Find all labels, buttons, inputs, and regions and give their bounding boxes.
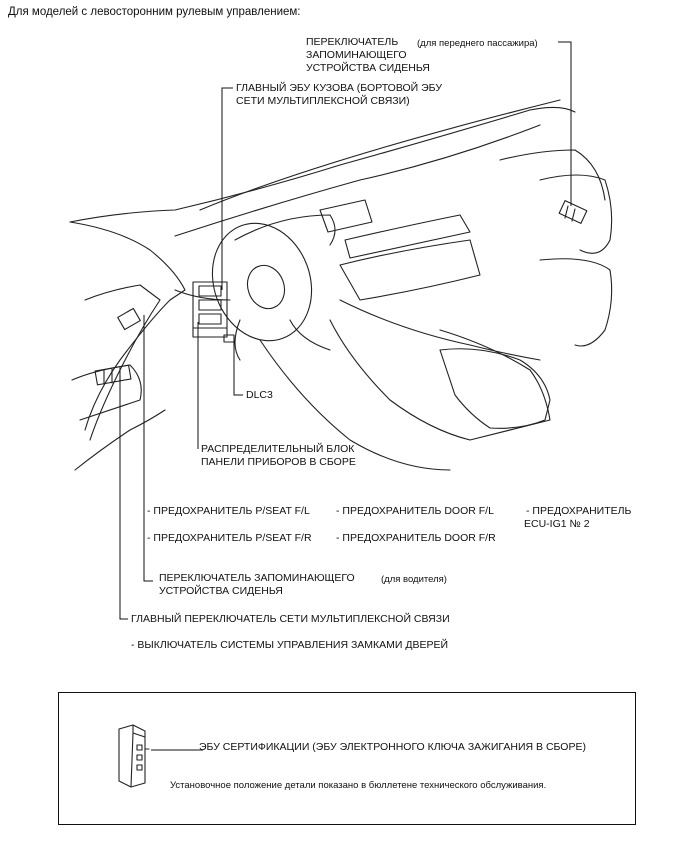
certification-ecu-label: ЭБУ СЕРТИФИКАЦИИ (ЭБУ ЭЛЕКТРОННОГО КЛЮЧА… bbox=[199, 741, 586, 753]
memory-switch-passenger-label-2: ЗАПОМИНАЮЩЕГО bbox=[306, 49, 407, 61]
certification-ecu-icon bbox=[118, 724, 150, 788]
junction-block-label-1: РАСПРЕДЕЛИТЕЛЬНЫЙ БЛОК bbox=[201, 443, 355, 455]
door-lock-control-switch-label: - ВЫКЛЮЧАТЕЛЬ СИСТЕМЫ УПРАВЛЕНИЯ ЗАМКАМИ… bbox=[131, 639, 449, 651]
memory-switch-driver-label-2: УСТРОЙСТВА СИДЕНЬЯ bbox=[159, 585, 283, 597]
leader-dlc3 bbox=[233, 340, 243, 396]
dash-top-inner bbox=[174, 124, 541, 237]
fuse-door-fl-label: - ПРЕДОХРАНИТЕЛЬ DOOR F/L bbox=[336, 505, 494, 517]
right-dash-edge bbox=[499, 149, 606, 201]
dlc3-shape bbox=[223, 334, 235, 343]
memory-switch-passenger-note: (для переднего пассажира) bbox=[417, 38, 538, 49]
left-door-lower bbox=[74, 409, 166, 471]
fuse-pseat-fr-label: - ПРЕДОХРАНИТЕЛЬ P/SEAT F/R bbox=[147, 532, 312, 544]
main-body-ecu-label-2: СЕТИ МУЛЬТИПЛЕКСНОЙ СВЯЗИ) bbox=[236, 95, 410, 107]
left-door-armrest bbox=[71, 364, 142, 421]
right-door-outline bbox=[539, 174, 613, 254]
fuse-ecu-ig1-label-1: - ПРЕДОХРАНИТЕЛЬ bbox=[526, 505, 632, 517]
certification-ecu-box: ЭБУ СЕРТИФИКАЦИИ (ЭБУ ЭЛЕКТРОННОГО КЛЮЧА… bbox=[58, 692, 636, 825]
passenger-memory-switch-shape bbox=[558, 200, 588, 224]
certification-ecu-note: Установочное положение детали показано в… bbox=[170, 780, 547, 791]
console-armrest bbox=[439, 348, 551, 429]
memory-switch-driver-label-1: ПЕРЕКЛЮЧАТЕЛЬ ЗАПОМИНАЮЩЕГО bbox=[159, 572, 355, 584]
center-vents bbox=[344, 214, 471, 259]
leader-multiplex-switch bbox=[119, 376, 128, 620]
cluster-hood bbox=[234, 214, 336, 246]
center-console bbox=[329, 319, 551, 441]
leader-driver-switch bbox=[143, 315, 153, 582]
memory-switch-passenger-label-1: ПЕРЕКЛЮЧАТЕЛЬ bbox=[306, 36, 399, 48]
memory-switch-driver-note: (для водителя) bbox=[381, 574, 447, 585]
dash-top-outline bbox=[69, 106, 576, 223]
main-body-ecu-label-1: ГЛАВНЫЙ ЭБУ КУЗОВА (БОРТОВОЙ ЭБУ bbox=[236, 82, 442, 94]
multiplex-master-switch-shape bbox=[94, 364, 132, 386]
leader-main-body-ecu bbox=[221, 87, 233, 290]
fuse-pseat-fl-label: - ПРЕДОХРАНИТЕЛЬ P/SEAT F/L bbox=[147, 505, 310, 517]
memory-switch-passenger-label-3: УСТРОЙСТВА СИДЕНЬЯ bbox=[306, 62, 430, 74]
junction-block-label-2: ПАНЕЛИ ПРИБОРОВ В СБОРЕ bbox=[201, 456, 356, 468]
fuse-door-fr-label: - ПРЕДОХРАНИТЕЛЬ DOOR F/R bbox=[336, 532, 496, 544]
windshield-line bbox=[199, 99, 561, 211]
center-panel bbox=[339, 239, 481, 301]
leader-passenger-switch bbox=[558, 41, 572, 206]
center-display bbox=[319, 199, 373, 233]
console-top bbox=[339, 299, 541, 361]
left-door-panel bbox=[84, 284, 161, 441]
floor-line bbox=[259, 339, 451, 471]
main-body-ecu-shape bbox=[192, 281, 228, 338]
diagram-header: Для моделей с левосторонним рулевым упра… bbox=[8, 6, 301, 18]
dlc3-label: DLC3 bbox=[246, 389, 273, 401]
steering-wheel bbox=[211, 222, 313, 342]
fuse-ecu-ig1-label-2: ECU-IG1 № 2 bbox=[524, 518, 590, 530]
steering-column bbox=[234, 319, 241, 361]
lower-dash bbox=[174, 289, 331, 351]
steering-hub bbox=[246, 264, 286, 310]
left-door-outline bbox=[69, 221, 186, 431]
right-door-panel bbox=[539, 258, 613, 347]
certification-ecu-leader bbox=[151, 749, 203, 751]
driver-memory-switch-shape bbox=[117, 307, 141, 331]
multiplex-master-switch-label: ГЛАВНЫЙ ПЕРЕКЛЮЧАТЕЛЬ СЕТИ МУЛЬТИПЛЕКСНО… bbox=[131, 613, 450, 625]
